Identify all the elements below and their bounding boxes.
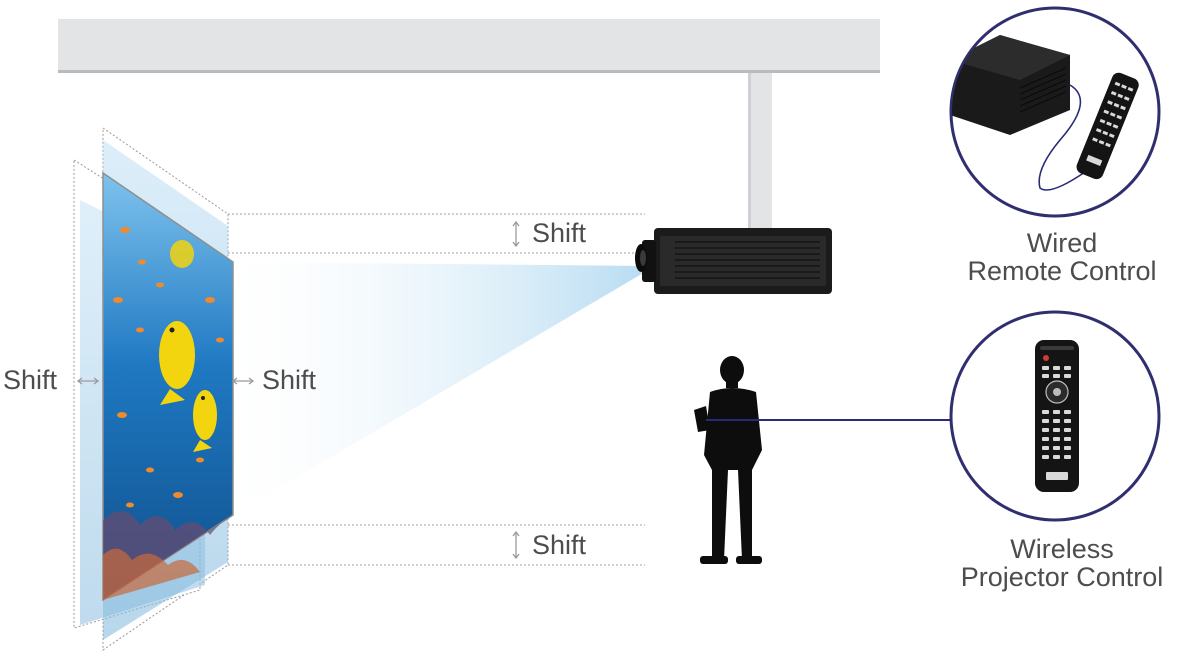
wireless-remote-badge — [949, 310, 1161, 522]
wireless-caption-line2: Projector Control — [960, 562, 1164, 592]
projector-icon — [635, 228, 832, 294]
person-silhouette-icon — [694, 356, 762, 564]
arrow-horizontal-icon — [231, 377, 255, 385]
shift-label-left: Shift — [3, 365, 58, 395]
projected-screen-image — [102, 171, 234, 602]
shift-label-bottom: Shift — [532, 530, 587, 560]
arrow-vertical-icon — [512, 530, 520, 560]
wired-remote-badge — [949, 6, 1161, 218]
ceiling-mount-pole — [748, 73, 772, 229]
arrow-horizontal-icon — [76, 377, 100, 385]
yellow-fish-small — [193, 390, 217, 452]
remote-control-icon — [1035, 340, 1079, 492]
wireless-caption-line1: Wireless — [1010, 534, 1114, 564]
wired-caption-line1: Wired — [1026, 228, 1098, 258]
shift-label-right: Shift — [262, 365, 317, 395]
yellow-fish-large — [159, 321, 195, 405]
wireless-remote-caption: Wireless Projector Control — [932, 535, 1192, 591]
arrow-vertical-icon — [512, 220, 520, 248]
wired-remote-caption: Wired Remote Control — [932, 229, 1192, 285]
wired-caption-line2: Remote Control — [967, 256, 1157, 286]
ceiling — [58, 19, 880, 73]
shift-guide-lines — [228, 213, 645, 566]
shift-label-top: Shift — [532, 218, 587, 248]
projection-beam — [233, 262, 645, 515]
